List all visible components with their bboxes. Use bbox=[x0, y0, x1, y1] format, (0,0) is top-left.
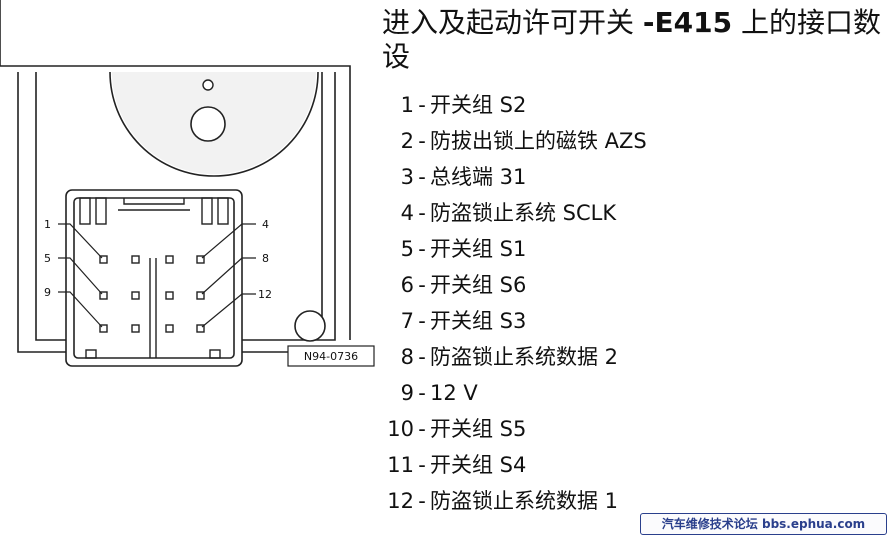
forum-watermark: 汽车维修技术论坛 bbs.ephua.com bbox=[640, 513, 887, 535]
connector-pins bbox=[99, 255, 205, 333]
pin-9 bbox=[99, 324, 108, 333]
legend-item: 2-防拔出锁上的磁铁 AZS bbox=[400, 129, 647, 153]
connector-divider bbox=[85, 258, 221, 359]
part-number-box: N94-0736 bbox=[287, 345, 375, 367]
title-code: -E415 bbox=[642, 6, 733, 39]
connector-diagram: 1 5 9 4 8 12 N94-0736 bbox=[0, 0, 375, 367]
pin-6 bbox=[131, 291, 140, 300]
pin-7 bbox=[165, 291, 174, 300]
pin-1 bbox=[99, 255, 108, 264]
pin-4 bbox=[196, 255, 205, 264]
legend-item: 9-12 V bbox=[400, 381, 478, 405]
pin-label-1: 1 bbox=[44, 218, 51, 231]
title-rest: 上的接口数 bbox=[732, 6, 882, 39]
legend-item: 7-开关组 S3 bbox=[400, 309, 527, 333]
pin-label-5: 5 bbox=[44, 252, 51, 265]
legend-item: 12-防盗锁止系统数据 1 bbox=[387, 489, 619, 513]
pin-label-4: 4 bbox=[262, 218, 269, 231]
legend-item: 1-开关组 S2 bbox=[400, 93, 527, 117]
pin-8 bbox=[196, 291, 205, 300]
legend-item: 11-开关组 S4 bbox=[387, 453, 527, 477]
indicator-circle bbox=[294, 310, 326, 342]
knob-large-hole bbox=[190, 106, 226, 142]
knob bbox=[109, 71, 319, 177]
connector-body bbox=[65, 189, 243, 367]
pin-12 bbox=[196, 324, 205, 333]
pin-label-12: 12 bbox=[258, 288, 272, 301]
pin-labels: 1 5 9 4 8 12 bbox=[44, 218, 272, 301]
title-line2: 设 bbox=[382, 40, 411, 73]
pin-11 bbox=[165, 324, 174, 333]
pin-leader-lines bbox=[58, 223, 256, 328]
title-main: 进入及起动许可开关 bbox=[382, 6, 643, 39]
legend-item: 6-开关组 S6 bbox=[400, 273, 527, 297]
legend-item: 3-总线端 31 bbox=[400, 165, 527, 189]
connector-latches bbox=[79, 197, 229, 225]
part-number-label: N94-0736 bbox=[304, 350, 358, 363]
legend-item: 5-开关组 S1 bbox=[400, 237, 527, 261]
pin-label-9: 9 bbox=[44, 286, 51, 299]
legend-item: 10-开关组 S5 bbox=[387, 417, 527, 441]
legend-item: 8-防盗锁止系统数据 2 bbox=[400, 345, 619, 369]
pin-2 bbox=[131, 255, 140, 264]
pin-label-8: 8 bbox=[262, 252, 269, 265]
watermark-text: 汽车维修技术论坛 bbs.ephua.com bbox=[661, 517, 866, 531]
knob-small-hole bbox=[202, 79, 214, 91]
pin-10 bbox=[131, 324, 140, 333]
pin-5 bbox=[99, 291, 108, 300]
pin-3 bbox=[165, 255, 174, 264]
legend-item: 4-防盗锁止系统 SCLK bbox=[400, 201, 617, 225]
page-title: 进入及起动许可开关 -E415 上的接口数 设 bbox=[382, 6, 893, 74]
